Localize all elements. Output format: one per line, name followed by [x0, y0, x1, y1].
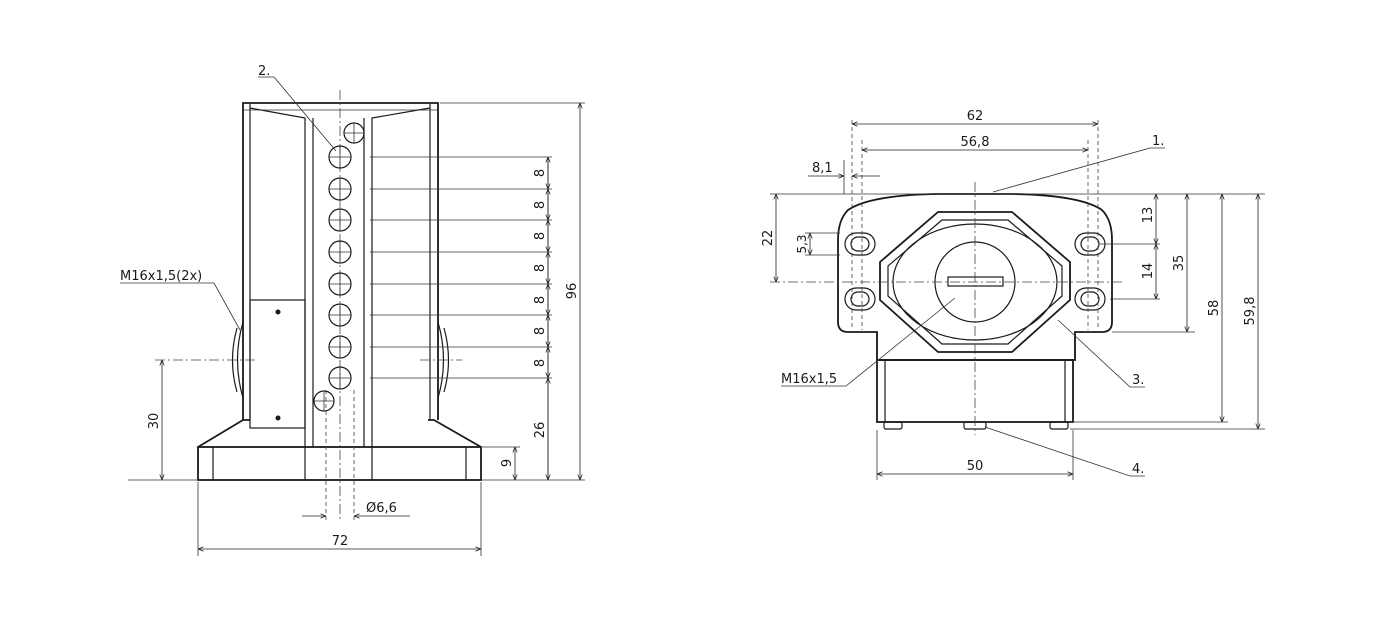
callout-2: 2. [258, 64, 270, 79]
left-view: 2. M16x1,5(2x) 8 8 8 8 8 8 8 26 96 9 30 … [120, 64, 585, 556]
dim-13: 13 [1141, 207, 1156, 224]
hole-column [313, 122, 365, 412]
pitch-label-4: 8 [533, 264, 548, 272]
dim-96: 96 [565, 283, 580, 300]
pitch-label-6: 8 [533, 327, 548, 335]
pitch-label-5: 8 [533, 296, 548, 304]
callout-3: 3. [1132, 373, 1144, 388]
dim-8-1: 8,1 [812, 161, 833, 176]
dim-9: 9 [500, 459, 515, 467]
dim-59-8: 59,8 [1243, 297, 1258, 326]
dim-58: 58 [1207, 300, 1222, 317]
dim-14: 14 [1141, 263, 1156, 280]
pitch-label-7: 8 [533, 359, 548, 367]
dim-30: 30 [147, 413, 162, 430]
dim-26: 26 [533, 422, 548, 439]
dim-56-8: 56,8 [961, 135, 990, 150]
callout-1: 1. [1152, 134, 1164, 149]
dim-62: 62 [967, 109, 984, 124]
pitch-label-2: 8 [533, 201, 548, 209]
dim-22: 22 [761, 230, 776, 247]
thread-label-right: M16x1,5 [781, 372, 837, 387]
thread-label-left: M16x1,5(2x) [120, 269, 202, 284]
dim-72: 72 [332, 534, 349, 549]
callout-4: 4. [1132, 462, 1144, 477]
pitch-label-3: 8 [533, 232, 548, 240]
right-view: 1. 3. 4. 62 56,8 8,1 22 5,3 13 14 35 58 … [761, 109, 1265, 480]
dim-5-3: 5,3 [795, 234, 809, 253]
dim-50: 50 [967, 459, 984, 474]
dim-35: 35 [1172, 255, 1187, 272]
pitch-label-1: 8 [533, 169, 548, 177]
pitch-labels: 8 8 8 8 8 8 8 [533, 169, 548, 367]
hole-diameter-label: Ø6,6 [366, 501, 397, 516]
